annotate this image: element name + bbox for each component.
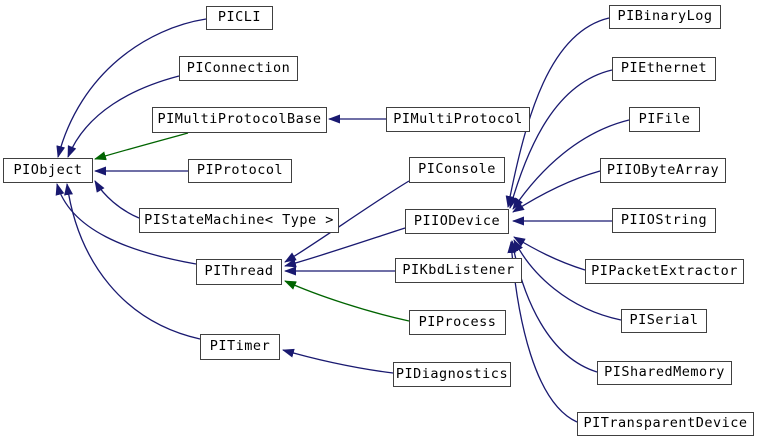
class-node-label: PIIOString: [620, 211, 708, 228]
class-node-PIKbdListener[interactable]: PIKbdListener: [395, 258, 522, 283]
inheritance-edge-PIDiagnostics-to-PITimer: [282, 348, 394, 374]
inheritance-edge-PIIOByteArray-to-PIIODevice: [512, 170, 601, 213]
class-node-PIBinaryLog[interactable]: PIBinaryLog: [609, 5, 721, 29]
class-node-label: PIIODevice: [413, 212, 501, 229]
class-node-label: PIIOByteArray: [606, 161, 720, 178]
inheritance-edge-PIIODevice-to-PIThread: [284, 227, 406, 268]
class-node-label: PIMultiProtocolBase: [157, 111, 322, 128]
inheritance-edge-PIEthernet-to-PIIODevice: [508, 69, 613, 209]
inheritance-edge-PIMultiProtocolBase-to-PIObject: [94, 132, 189, 161]
class-node-PIConsole[interactable]: PIConsole: [409, 157, 505, 183]
class-node-PIIOString[interactable]: PIIOString: [612, 208, 716, 233]
class-node-label: PIConsole: [418, 161, 496, 178]
class-node-label: PIObject: [13, 161, 83, 178]
class-node-label: PIProtocol: [196, 162, 284, 179]
class-node-PIFile[interactable]: PIFile: [629, 107, 700, 132]
class-node-PISerial[interactable]: PISerial: [621, 309, 707, 333]
class-node-label: PICLI: [217, 9, 262, 26]
class-node-PIDiagnostics[interactable]: PIDiagnostics: [393, 362, 511, 387]
class-node-label: PIThread: [204, 263, 274, 280]
class-node-label: PIConnection: [186, 59, 291, 76]
class-node-label: PIBinaryLog: [617, 8, 713, 25]
inheritance-edge-PIStateMachine-to-PIObject: [94, 180, 140, 219]
class-node-label: PIStateMachine< Type >: [144, 211, 334, 228]
class-node-label: PIMultiProtocol: [393, 110, 523, 127]
inheritance-edge-PIProcess-to-PIThread: [284, 280, 410, 322]
class-node-label: PIFile: [638, 110, 691, 127]
class-node-PIStateMachine[interactable]: PIStateMachine< Type >: [139, 208, 339, 233]
class-node-PIProcess[interactable]: PIProcess: [409, 310, 506, 335]
class-node-label: PITransparentDevice: [583, 415, 748, 432]
class-node-label: PIEthernet: [620, 60, 708, 77]
class-node-PITimer[interactable]: PITimer: [200, 334, 280, 360]
class-node-PIThread[interactable]: PIThread: [196, 259, 282, 285]
class-node-label: PIPacketExtractor: [591, 262, 738, 279]
class-node-label: PIKbdListener: [402, 261, 515, 278]
class-node-PIMultiProtocol[interactable]: PIMultiProtocol: [386, 107, 530, 132]
class-node-PIObject[interactable]: PIObject: [3, 158, 93, 183]
class-node-PIConnection[interactable]: PIConnection: [179, 56, 298, 81]
class-node-PIIODevice[interactable]: PIIODevice: [405, 209, 509, 234]
class-node-PIMultiProtocolBase[interactable]: PIMultiProtocolBase: [152, 107, 327, 133]
class-node-PICLI[interactable]: PICLI: [206, 6, 273, 30]
class-node-PISharedMemory[interactable]: PISharedMemory: [597, 361, 732, 385]
class-node-label: PIDiagnostics: [395, 365, 509, 382]
class-node-label: PISharedMemory: [604, 364, 725, 381]
class-node-PIIOByteArray[interactable]: PIIOByteArray: [600, 158, 726, 183]
inheritance-edge-PIPacketExtractor-to-PIIODevice: [513, 236, 586, 271]
class-node-label: PISerial: [629, 312, 699, 329]
inheritance-edge-PICLI-to-PIObject: [56, 18, 207, 158]
class-node-PIPacketExtractor[interactable]: PIPacketExtractor: [585, 259, 744, 284]
class-node-PIEthernet[interactable]: PIEthernet: [612, 57, 716, 81]
class-node-label: PITimer: [209, 338, 271, 355]
class-node-PITransparentDevice[interactable]: PITransparentDevice: [577, 412, 754, 436]
class-node-PIProtocol[interactable]: PIProtocol: [188, 159, 292, 183]
class-node-label: PIProcess: [418, 313, 497, 330]
